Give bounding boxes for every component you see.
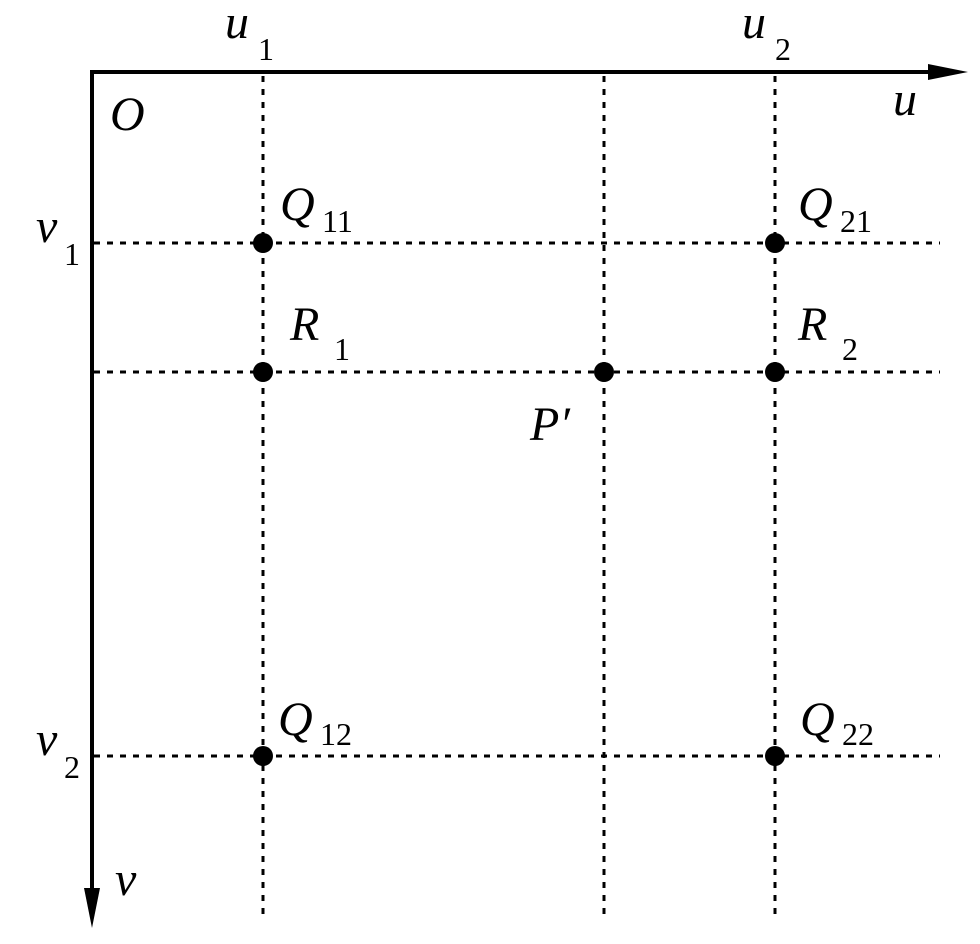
v-axis-label: v bbox=[115, 853, 137, 906]
point-q22 bbox=[765, 746, 785, 766]
tick-label-u1-sub: 1 bbox=[258, 31, 274, 67]
tick-label-u1: u bbox=[225, 0, 249, 49]
v-axis-arrow-icon bbox=[84, 888, 100, 928]
u-axis-arrow-icon bbox=[928, 64, 968, 80]
label-q11: Q bbox=[280, 178, 315, 231]
point-q12 bbox=[253, 746, 273, 766]
label-r1: R bbox=[289, 298, 319, 351]
grid-lines bbox=[94, 76, 940, 920]
point-r1 bbox=[253, 362, 273, 382]
label-q12-sub: 12 bbox=[320, 716, 352, 752]
label-q22: Q bbox=[800, 693, 835, 746]
tick-label-u2-sub: 2 bbox=[775, 31, 791, 67]
point-q11 bbox=[253, 233, 273, 253]
points bbox=[253, 233, 785, 766]
label-q22-sub: 22 bbox=[842, 716, 874, 752]
label-p: P′ bbox=[529, 398, 571, 451]
label-r1-sub: 1 bbox=[334, 331, 350, 367]
point-p bbox=[594, 362, 614, 382]
label-q11-sub: 11 bbox=[322, 203, 353, 239]
label-q12: Q bbox=[278, 693, 313, 746]
tick-label-v1-sub: 1 bbox=[64, 236, 80, 272]
tick-label-v2-sub: 2 bbox=[64, 749, 80, 785]
origin-label: O bbox=[110, 88, 145, 141]
label-q21-sub: 21 bbox=[840, 203, 872, 239]
point-r2 bbox=[765, 362, 785, 382]
tick-label-v2: v bbox=[36, 713, 58, 766]
label-r2-sub: 2 bbox=[842, 331, 858, 367]
point-q21 bbox=[765, 233, 785, 253]
tick-label-u2: u bbox=[742, 0, 766, 49]
axes bbox=[84, 64, 968, 928]
u-axis-label: u bbox=[893, 73, 917, 126]
label-r2: R bbox=[797, 298, 827, 351]
tick-label-v1: v bbox=[36, 200, 58, 253]
label-q21: Q bbox=[798, 178, 833, 231]
